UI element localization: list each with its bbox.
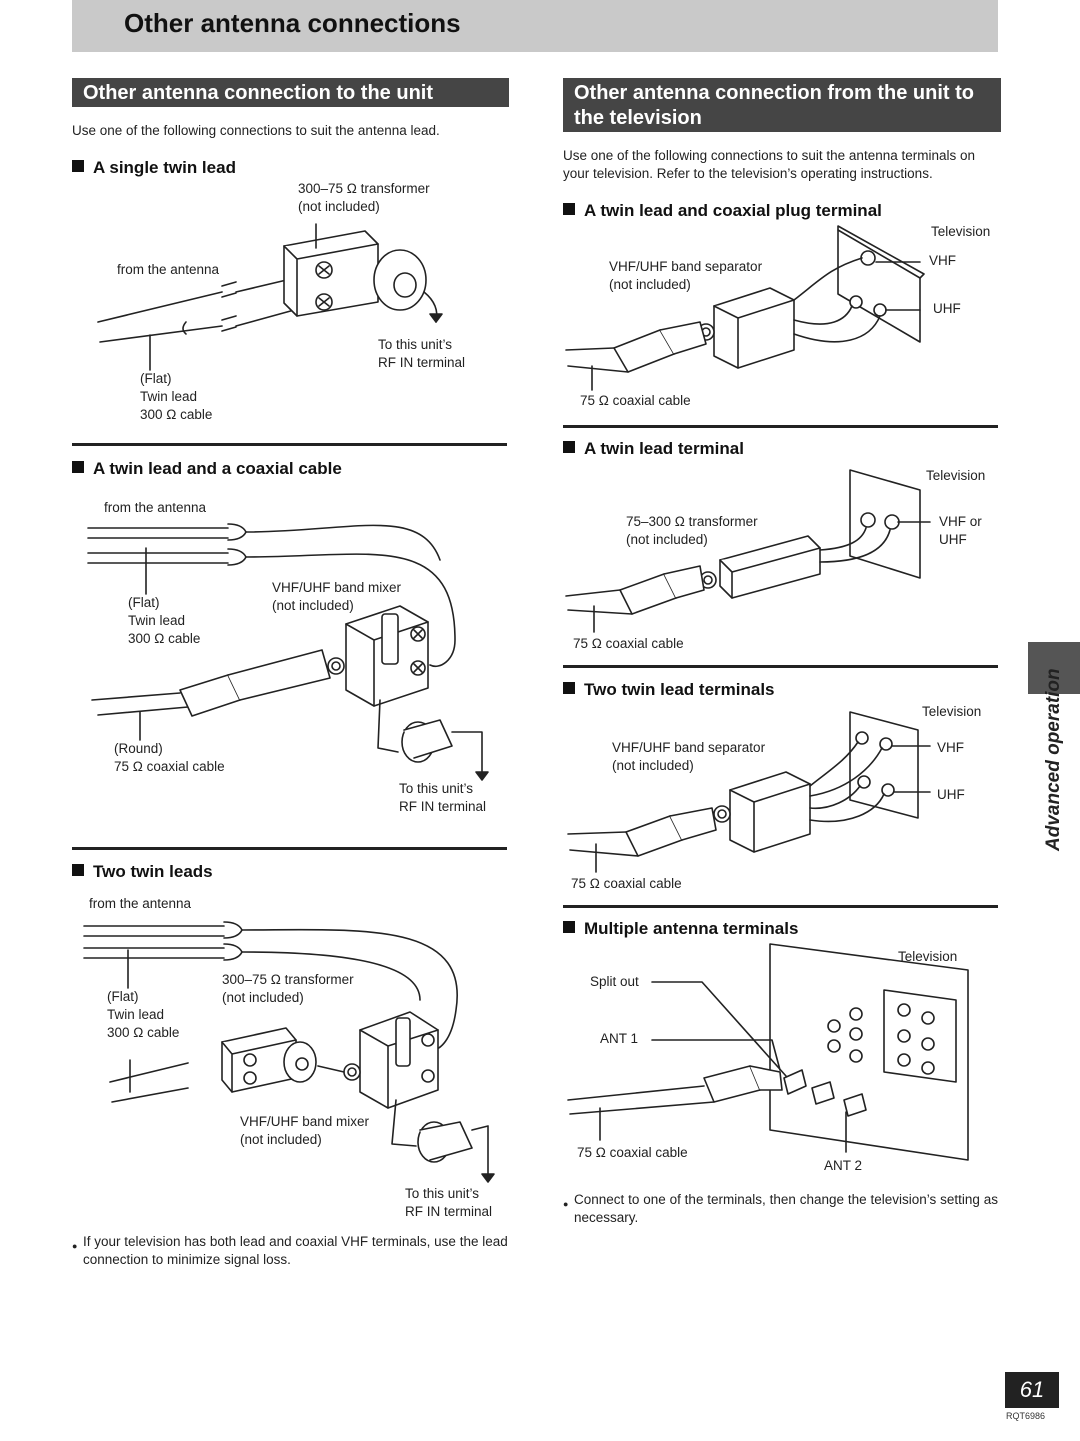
section-divider xyxy=(72,443,507,446)
section-divider xyxy=(563,665,998,668)
twin-lead-terminal-diagram xyxy=(565,469,931,633)
two-twin-lead-terminals-heading: Two twin lead terminals xyxy=(563,680,775,700)
square-bullet-icon xyxy=(563,921,575,933)
transformer-label: 300–75 Ω transformer (not included) xyxy=(222,972,354,1005)
transformer-label: 75–300 Ω transformer (not included) xyxy=(626,514,758,547)
left-section-title: Other antenna connection to the unit xyxy=(72,78,509,107)
from-antenna-label: from the antenna xyxy=(117,262,220,277)
band-separator-label: VHF/UHF band separator (not included) xyxy=(612,740,766,773)
coaxial-cable-label: 75 Ω coaxial cable xyxy=(573,636,684,651)
coaxial-cable-label: 75 Ω coaxial cable xyxy=(571,876,682,891)
coaxial-cable-label: 75 Ω coaxial cable xyxy=(577,1145,688,1160)
model-code: RQT6986 xyxy=(1006,1411,1046,1421)
from-antenna-label: from the antenna xyxy=(104,500,207,515)
coax-plug-icon xyxy=(619,565,705,615)
to-unit-label: To this unit’s RF IN terminal xyxy=(378,337,466,370)
square-bullet-icon xyxy=(563,682,575,694)
square-bullet-icon xyxy=(563,203,575,215)
two-twin-lead-terminals-diagram xyxy=(567,711,931,873)
section-divider xyxy=(563,905,998,908)
bullet-icon: ● xyxy=(72,1241,78,1251)
band-separator-icon xyxy=(713,771,811,853)
coax-plug-icon xyxy=(625,807,717,857)
single-twin-lead-diagram xyxy=(97,223,443,371)
coax-plug-icon xyxy=(703,1065,783,1103)
television-label: Television xyxy=(926,468,986,483)
band-mixer-icon xyxy=(327,605,429,707)
left-section-intro: Use one of the following connections to … xyxy=(72,123,440,138)
twin-lead-coaxial-diagram xyxy=(87,523,489,781)
band-mixer-label: VHF/UHF band mixer (not included) xyxy=(240,1114,370,1147)
to-unit-label: To this unit’s RF IN terminal xyxy=(405,1186,493,1219)
right-note: ● Connect to one of the terminals, then … xyxy=(563,1192,998,1225)
transformer-icon xyxy=(221,1027,317,1093)
two-twin-leads-diagram xyxy=(83,921,495,1183)
right-section-intro: Use one of the following connections to … xyxy=(563,148,976,181)
band-separator-label: VHF/UHF band separator (not included) xyxy=(609,259,763,292)
coax-plug-icon xyxy=(417,1121,473,1163)
twin-lead-terminal-heading: A twin lead terminal xyxy=(563,439,744,459)
television-label: Television xyxy=(922,704,982,719)
coaxial-cable-label: (Round) 75 Ω coaxial cable xyxy=(114,741,225,774)
coax-plug-icon xyxy=(179,649,331,717)
page-header-bar xyxy=(72,0,998,52)
twin-lead-coaxial-plug-heading: A twin lead and coaxial plug terminal xyxy=(563,201,882,221)
bullet-icon: ● xyxy=(563,1199,569,1209)
right-section-title: Other antenna connection from the unit t… xyxy=(563,78,1001,132)
band-mixer-label: VHF/UHF band mixer (not included) xyxy=(272,580,402,613)
page-number: 61 xyxy=(1005,1372,1059,1408)
twin-lead-cable-label: (Flat) Twin lead 300 Ω cable xyxy=(107,989,180,1040)
multiple-antenna-terminals-heading: Multiple antenna terminals xyxy=(563,919,798,939)
uhf-label: UHF xyxy=(933,301,961,316)
transformer-icon xyxy=(283,230,427,317)
to-unit-label: To this unit’s RF IN terminal xyxy=(399,781,487,814)
from-antenna-label: from the antenna xyxy=(89,896,192,911)
two-twin-leads-heading: Two twin leads xyxy=(72,862,213,882)
band-separator-icon xyxy=(697,287,795,369)
vhf-or-uhf-label: VHF or UHF xyxy=(939,514,982,547)
band-mixer-icon xyxy=(343,1011,439,1109)
coax-plug-icon xyxy=(613,321,707,373)
ant1-label: ANT 1 xyxy=(600,1031,639,1046)
square-bullet-icon xyxy=(72,461,84,473)
vhf-label: VHF xyxy=(937,740,964,755)
twin-lead-cable-label: (Flat) Twin lead 300 Ω cable xyxy=(128,595,201,646)
television-label: Television xyxy=(931,224,991,239)
coax-plug-icon xyxy=(401,719,453,763)
television-label: Television xyxy=(898,949,958,964)
section-divider xyxy=(563,425,998,428)
vhf-label: VHF xyxy=(929,253,956,268)
section-divider xyxy=(72,847,507,850)
ant2-label: ANT 2 xyxy=(824,1158,863,1173)
terminal-jacks xyxy=(827,1003,935,1075)
page-title: Other antenna connections xyxy=(124,8,461,38)
coaxial-cable-label: 75 Ω coaxial cable xyxy=(580,393,691,408)
twin-lead-cable-label: (Flat) Twin lead 300 Ω cable xyxy=(140,371,213,422)
uhf-label: UHF xyxy=(937,787,965,802)
side-tab-marker xyxy=(1028,642,1080,694)
left-note: ● If your television has both lead and c… xyxy=(72,1234,508,1267)
twin-lead-coaxial-plug-diagram xyxy=(565,225,925,391)
transformer-icon xyxy=(699,535,821,599)
transformer-label: 300–75 Ω transformer (not included) xyxy=(298,181,430,214)
single-twin-lead-heading: A single twin lead xyxy=(72,158,236,178)
multiple-antenna-terminals-diagram xyxy=(567,943,969,1161)
square-bullet-icon xyxy=(72,160,84,172)
twin-lead-coaxial-heading: A twin lead and a coaxial cable xyxy=(72,459,342,479)
split-out-label: Split out xyxy=(590,974,639,989)
square-bullet-icon xyxy=(563,441,575,453)
square-bullet-icon xyxy=(72,864,84,876)
